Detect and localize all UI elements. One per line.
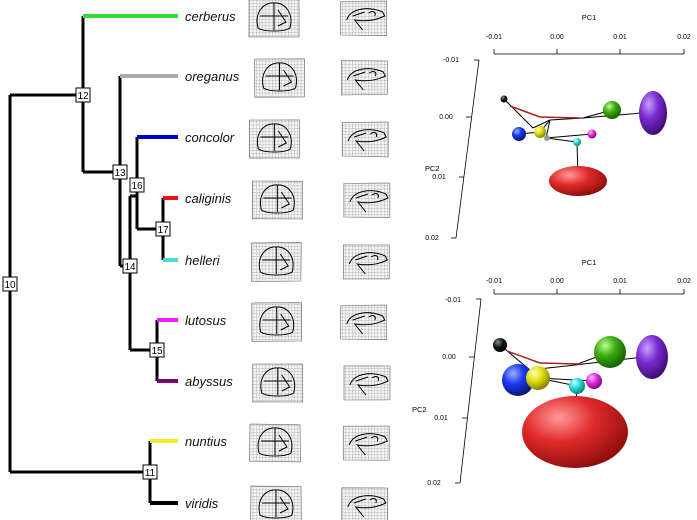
pc2-tick-label: 0.01 bbox=[432, 174, 446, 181]
pc2-axis-title: PC2 bbox=[412, 405, 427, 414]
lateral-grid bbox=[343, 182, 391, 218]
taxon-label: caliginis bbox=[185, 191, 232, 206]
sphere-oreganus bbox=[544, 135, 550, 141]
sphere-concolor bbox=[512, 127, 526, 141]
taxon-label: helleri bbox=[185, 253, 221, 268]
dorsal-grid bbox=[252, 363, 304, 403]
sphere-cerberus bbox=[603, 101, 621, 119]
sphere-viridis bbox=[500, 95, 508, 103]
lateral-grid bbox=[341, 60, 388, 96]
sphere-caliginis bbox=[522, 396, 628, 468]
node-box-16: 16 bbox=[129, 177, 145, 193]
pc2-tick-label: 0.02 bbox=[427, 480, 441, 487]
taxon-label: concolor bbox=[185, 130, 235, 145]
sphere-abyssus bbox=[639, 91, 667, 135]
node-labels: 10 11 12 13 14 15 16 17 bbox=[2, 87, 171, 480]
sphere-helleri bbox=[569, 378, 585, 394]
pc2-axis-title: PC2 bbox=[425, 164, 440, 173]
svg-text:16: 16 bbox=[131, 181, 143, 192]
sphere-concolor bbox=[502, 364, 534, 396]
lateral-grid bbox=[341, 121, 389, 158]
node-box-10: 10 bbox=[2, 276, 18, 292]
pc2-tick-label: -0.01 bbox=[443, 57, 459, 64]
taxon-labels: cerberus oreganus concolor caliginis hel… bbox=[185, 9, 240, 511]
pc1-axis: PC1 -0.01 0.00 0.01 0.02 bbox=[486, 13, 691, 55]
sphere-cerberus bbox=[594, 336, 626, 368]
svg-text:13: 13 bbox=[114, 168, 126, 179]
taxon-label: abyssus bbox=[185, 374, 233, 389]
svg-text:14: 14 bbox=[124, 262, 136, 273]
dorsal-grid bbox=[250, 485, 302, 520]
lateral-grid bbox=[343, 365, 391, 401]
svg-text:12: 12 bbox=[77, 91, 89, 102]
node-box-12: 12 bbox=[75, 87, 91, 103]
node-box-14: 14 bbox=[122, 258, 138, 274]
pc2-tick-label: 0.02 bbox=[425, 235, 439, 242]
taxon-label: oreganus bbox=[185, 69, 240, 84]
sphere-abyssus bbox=[636, 335, 668, 379]
sphere-lutosus bbox=[586, 373, 602, 389]
taxon-label: nuntius bbox=[185, 434, 227, 449]
pc1-axis: PC1 -0.01 0.00 0.01 0.02 bbox=[486, 258, 691, 295]
sphere-helleri bbox=[573, 138, 581, 146]
pc1-tick-label: 0.00 bbox=[550, 278, 564, 285]
pc2-tick-label: 0.01 bbox=[434, 415, 448, 422]
lateral-grid bbox=[342, 244, 390, 280]
pca-plot-bottom: PC1 -0.01 0.00 0.01 0.02 PC2 -0.01 0.00 … bbox=[412, 258, 691, 487]
node-box-11: 11 bbox=[142, 464, 158, 480]
deformation-grids bbox=[248, 0, 391, 520]
node-box-15: 15 bbox=[149, 342, 165, 358]
pc1-axis-title: PC1 bbox=[582, 258, 597, 267]
pc2-tick-label: -0.01 bbox=[445, 297, 461, 304]
lateral-grid bbox=[340, 304, 388, 341]
pc2-tick-label: 0.00 bbox=[439, 114, 453, 121]
sphere-nuntius bbox=[526, 366, 550, 390]
pc2-axis: PC2 -0.01 0.00 0.01 0.02 bbox=[412, 297, 482, 487]
pc1-tick-label: 0.01 bbox=[613, 278, 627, 285]
dorsal-grid bbox=[249, 423, 301, 463]
pc1-tick-label: 0.02 bbox=[677, 278, 691, 285]
pca-plot-top: PC1 -0.01 0.00 0.01 0.02 PC2 -0.01 0.00 … bbox=[425, 13, 691, 242]
pc1-tick-label: 0.00 bbox=[550, 34, 564, 41]
pc1-tick-label: 0.02 bbox=[677, 34, 691, 41]
pc1-tick-label: 0.01 bbox=[613, 34, 627, 41]
svg-text:17: 17 bbox=[157, 225, 169, 236]
pc1-tick-label: -0.01 bbox=[486, 278, 502, 285]
dorsal-grid bbox=[249, 119, 300, 159]
dorsal-grid bbox=[250, 242, 302, 282]
taxon-label: viridis bbox=[185, 496, 219, 511]
taxon-label: cerberus bbox=[185, 9, 236, 24]
sphere-nuntius bbox=[534, 126, 546, 138]
svg-text:11: 11 bbox=[145, 468, 156, 479]
sphere-caliginis bbox=[549, 166, 607, 196]
node-box-17: 17 bbox=[155, 221, 171, 237]
sphere-viridis bbox=[493, 338, 507, 352]
dorsal-grid bbox=[251, 180, 303, 220]
lateral-grid bbox=[340, 0, 387, 36]
node-box-13: 13 bbox=[112, 164, 128, 180]
dorsal-grid bbox=[248, 0, 300, 38]
lateral-grid bbox=[341, 487, 389, 520]
dorsal-grid bbox=[254, 58, 305, 98]
lateral-grid bbox=[342, 425, 390, 461]
sphere-lutosus bbox=[587, 129, 597, 139]
pc2-tick-label: 0.00 bbox=[442, 354, 456, 361]
svg-text:15: 15 bbox=[151, 346, 163, 357]
taxon-label: lutosus bbox=[185, 313, 227, 328]
dorsal-grid bbox=[251, 302, 303, 342]
svg-text:10: 10 bbox=[4, 280, 16, 291]
pc1-axis-title: PC1 bbox=[582, 13, 597, 22]
pc2-axis: PC2 -0.01 0.00 0.01 0.02 bbox=[425, 57, 480, 242]
pc1-tick-label: -0.01 bbox=[486, 34, 502, 41]
